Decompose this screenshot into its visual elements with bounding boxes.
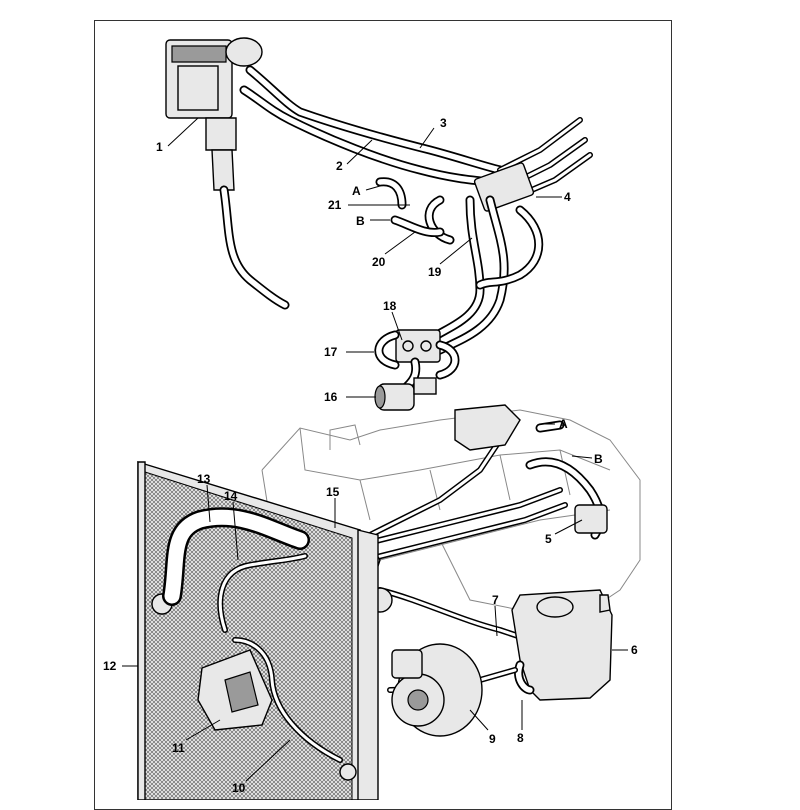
heater-manifold bbox=[424, 162, 544, 355]
callout-labels: 1 2 3 4 5 6 7 8 9 10 11 12 13 14 15 16 1… bbox=[103, 116, 638, 795]
callout-a-lower: A bbox=[559, 417, 568, 431]
engine-pipes-lower bbox=[357, 404, 608, 643]
callout-b-upper: B bbox=[356, 214, 365, 228]
leader-lines bbox=[122, 117, 628, 782]
callout-15: 15 bbox=[326, 485, 340, 499]
callout-18: 18 bbox=[383, 299, 397, 313]
callout-11: 11 bbox=[172, 741, 185, 755]
oil-cooler bbox=[197, 649, 273, 731]
callout-6: 6 bbox=[631, 643, 638, 657]
hose-ends-upper bbox=[375, 177, 445, 238]
callout-21: 21 bbox=[328, 198, 342, 212]
callout-16: 16 bbox=[324, 390, 338, 404]
heater-pipes-upper bbox=[239, 65, 593, 198]
auxiliary-pump bbox=[374, 377, 437, 411]
callout-a-upper: A bbox=[352, 184, 361, 198]
callout-14: 14 bbox=[224, 489, 238, 503]
callout-7: 7 bbox=[492, 593, 499, 607]
callout-4: 4 bbox=[564, 190, 571, 204]
callout-2: 2 bbox=[336, 159, 343, 173]
callout-20: 20 bbox=[372, 255, 386, 269]
callout-17: 17 bbox=[324, 345, 338, 359]
callout-10: 10 bbox=[232, 781, 246, 795]
water-pump-unit bbox=[391, 643, 483, 737]
heater-valve-unit bbox=[165, 37, 290, 310]
callout-1: 1 bbox=[156, 140, 163, 154]
callout-b-lower: B bbox=[594, 452, 603, 466]
callout-13: 13 bbox=[197, 472, 211, 486]
callout-9: 9 bbox=[489, 732, 496, 746]
callout-3: 3 bbox=[440, 116, 447, 130]
callout-8: 8 bbox=[517, 731, 524, 745]
callout-5: 5 bbox=[545, 532, 552, 546]
expansion-tank bbox=[511, 589, 613, 701]
callout-12: 12 bbox=[103, 659, 117, 673]
callout-19: 19 bbox=[428, 265, 442, 279]
